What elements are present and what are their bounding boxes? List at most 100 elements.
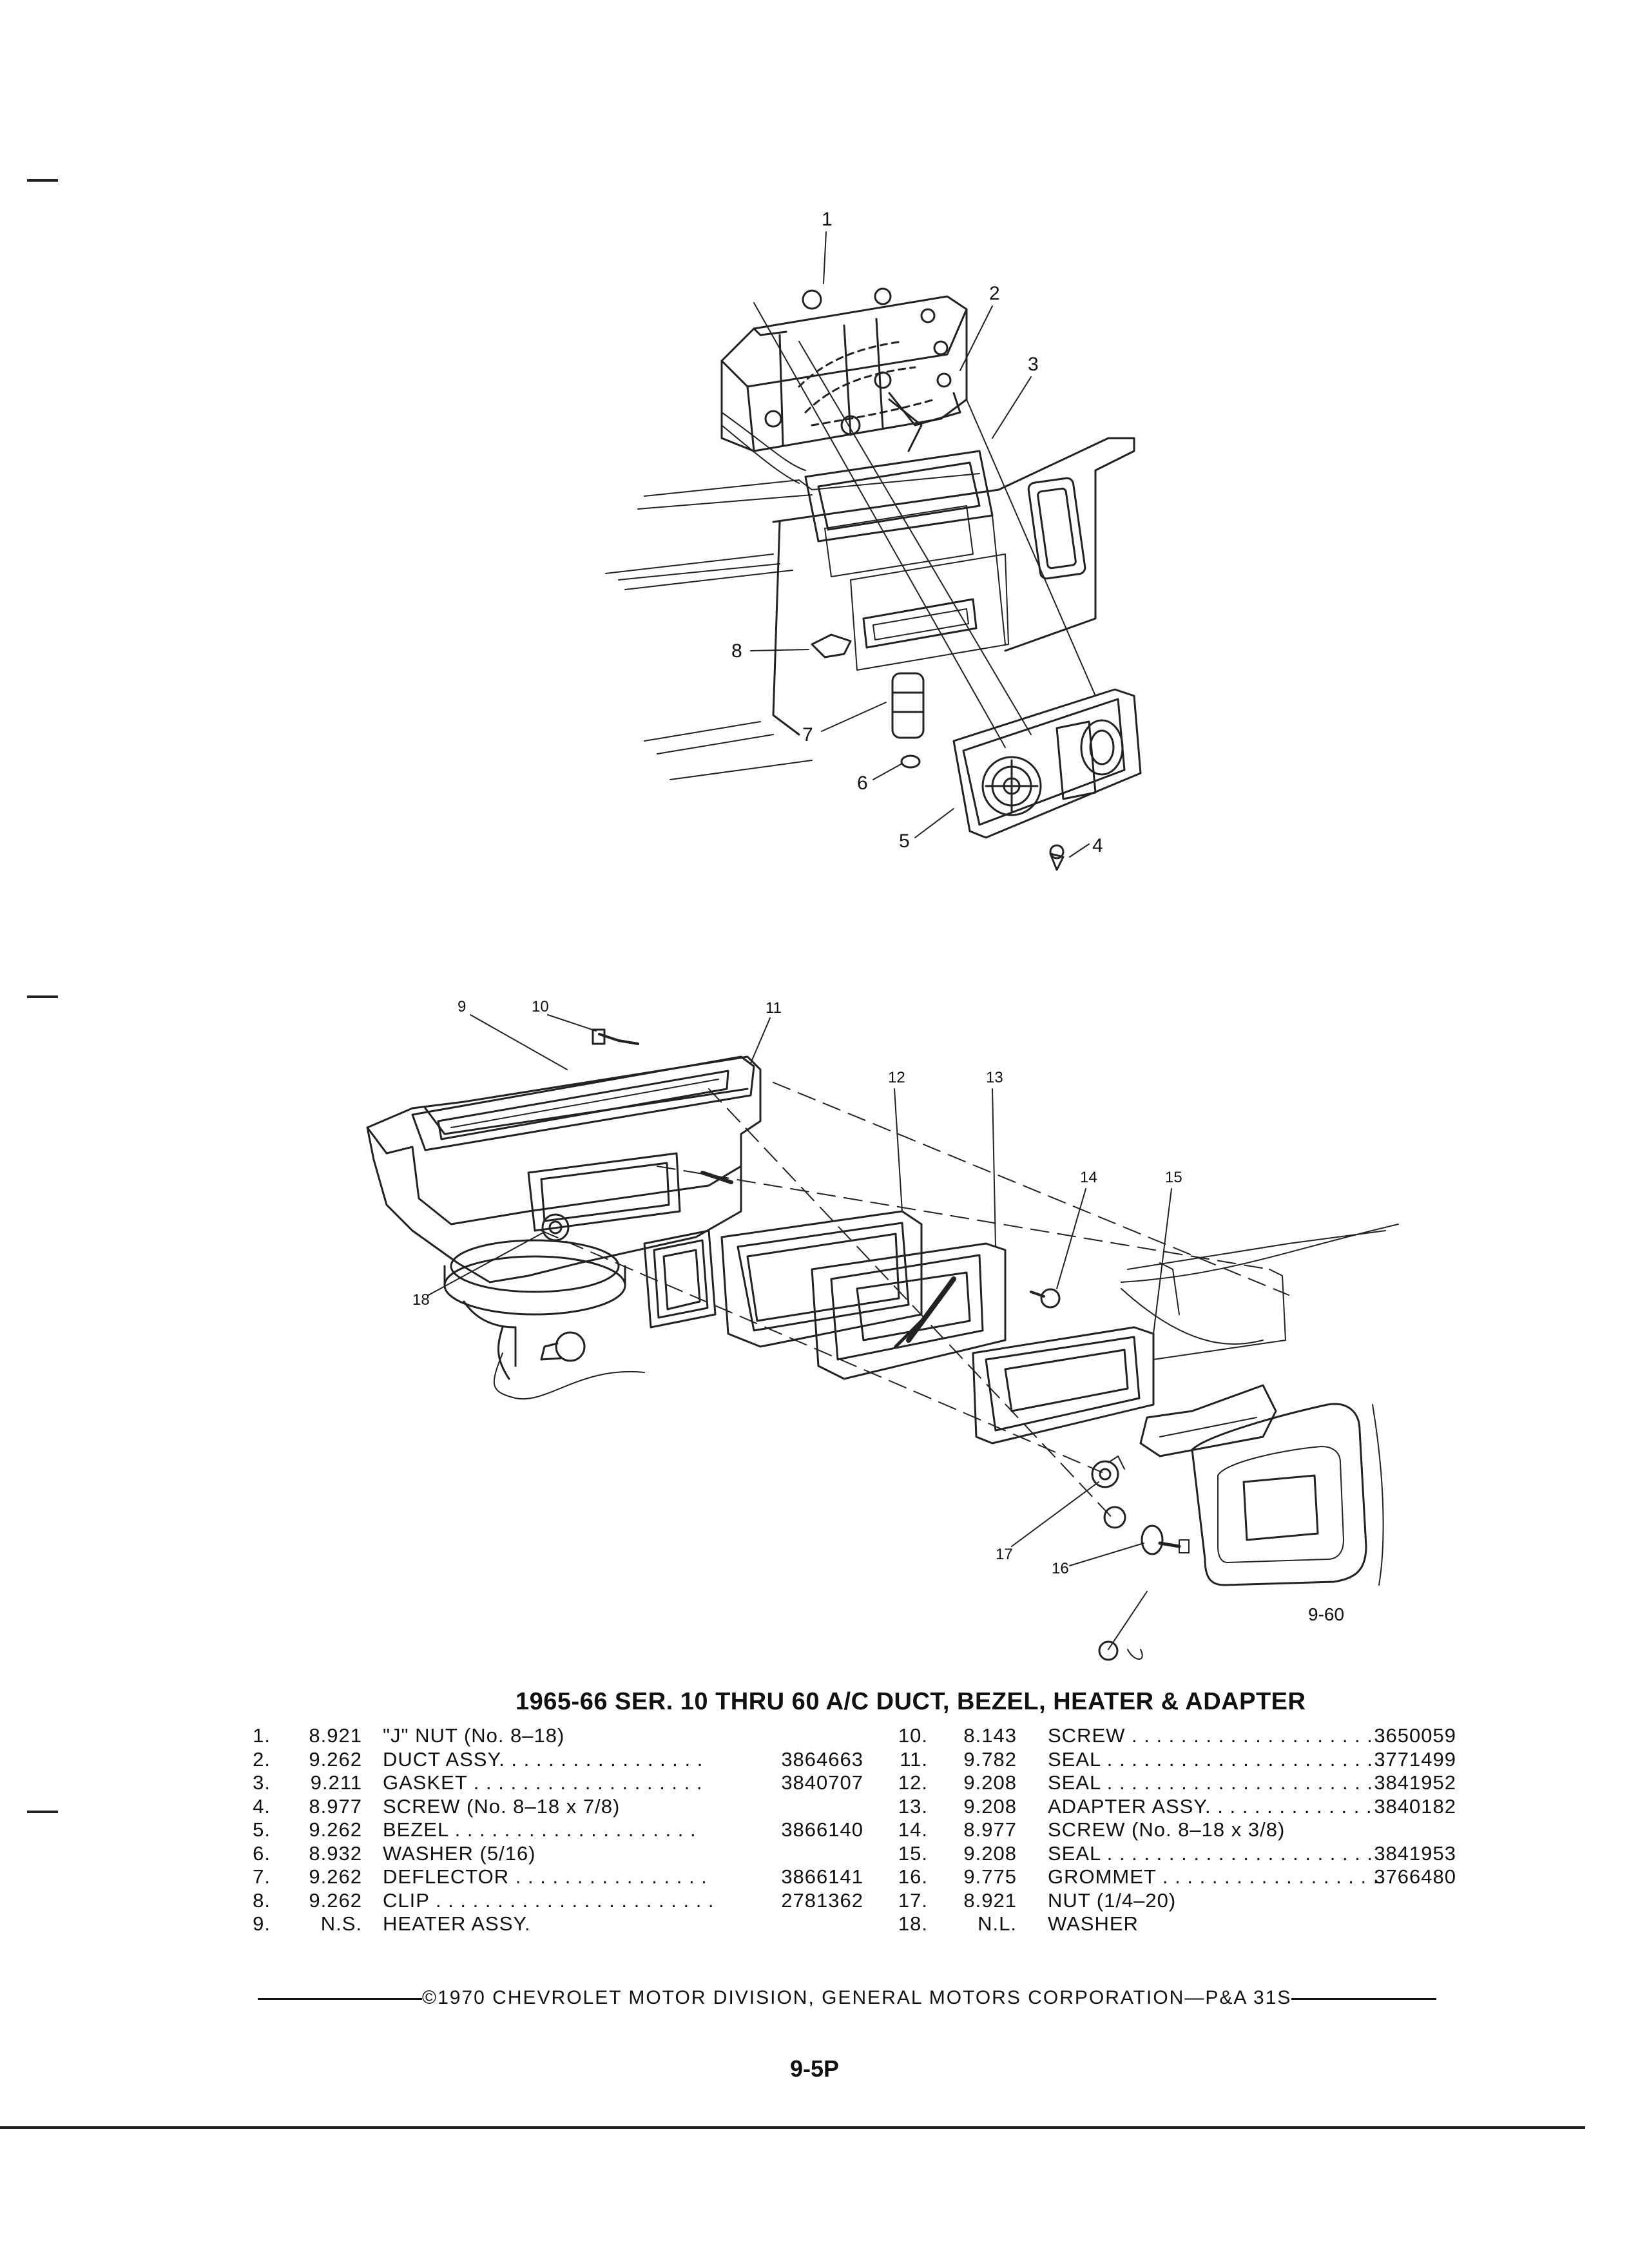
page-number: 9-5P [789, 2055, 840, 2082]
part-number: 3841952 [1374, 1771, 1456, 1794]
parts-list-row: 16. 9.775 GROMMET . . . . . . . . . . . . … [889, 1865, 1456, 1889]
part-group-code: 9.211 [310, 1771, 362, 1794]
part-number: 3864663 [781, 1747, 863, 1771]
part-description: BEZEL . . . . . . . . . . . . . . . . . … [383, 1818, 697, 1841]
part-number: 3771499 [1374, 1747, 1456, 1771]
part-number: 2781362 [781, 1888, 863, 1912]
part-group-code: 9.208 [963, 1794, 1017, 1818]
part-number: 3866140 [781, 1818, 863, 1841]
part-item-number: 7. [253, 1865, 271, 1888]
part-item-number: 6. [253, 1841, 271, 1865]
part-number: 3840182 [1374, 1794, 1456, 1818]
part-group-code: N.L. [978, 1912, 1017, 1935]
copyright-line: ©1970 CHEVROLET MOTOR DIVISION, GENERAL … [258, 1987, 1508, 2009]
bottom-illustration [366, 1028, 1399, 1661]
figure-code: 9-60 [1308, 1604, 1344, 1624]
margin-mark [27, 179, 58, 182]
top-callouts: 1 2 3 4 5 6 7 8 [731, 209, 1103, 858]
callout-5: 5 [899, 831, 910, 852]
part-description: SCREW (No. 8–18 x 3/8) [1048, 1818, 1286, 1841]
part-item-number: 17. [898, 1888, 928, 1912]
exploded-parts-diagram: 1 2 3 4 5 6 7 8 [366, 209, 1399, 1661]
part-description: WASHER (5/16) [383, 1841, 536, 1865]
parts-list-row: 7. 9.262 DEFLECTOR . . . . . . . . . . . .… [238, 1865, 863, 1889]
part-group-code: 9.262 [309, 1818, 362, 1841]
part-description: GROMMET . . . . . . . . . . . . . . . . … [1048, 1865, 1380, 1888]
parts-list-row: 11. 9.782 SEAL . . . . . . . . . . . . . .… [889, 1748, 1456, 1772]
part-item-number: 8. [253, 1888, 271, 1912]
footer-rule-left [258, 1997, 422, 2000]
parts-list-row: 15. 9.208 SEAL . . . . . . . . . . . . . .… [889, 1842, 1456, 1866]
callout-15: 15 [1165, 1169, 1182, 1186]
callout-6: 6 [857, 773, 868, 794]
part-group-code: 9.775 [963, 1865, 1017, 1888]
part-group-code: 9.262 [309, 1747, 362, 1771]
part-number: 3866141 [781, 1865, 863, 1888]
parts-list-row: 1. 8.921 "J" NUT (No. 8–18) [238, 1724, 863, 1748]
callout-2: 2 [989, 283, 1000, 304]
part-item-number: 15. [898, 1841, 928, 1865]
part-group-code: 8.921 [963, 1888, 1017, 1912]
callout-12: 12 [888, 1069, 905, 1086]
callout-17: 17 [996, 1546, 1013, 1563]
callout-3: 3 [1028, 354, 1039, 375]
part-group-code: 8.977 [963, 1818, 1017, 1841]
part-description: SEAL . . . . . . . . . . . . . . . . . .… [1048, 1747, 1386, 1771]
callout-18: 18 [412, 1291, 430, 1309]
parts-list-row: 6. 8.932 WASHER (5/16) [238, 1842, 863, 1866]
part-number: 3766480 [1374, 1865, 1456, 1888]
callout-7: 7 [802, 724, 813, 745]
callout-11: 11 [766, 999, 782, 1017]
part-description: ADAPTER ASSY. . . . . . . . . . . . . . [1048, 1794, 1373, 1818]
part-item-number: 18. [898, 1912, 928, 1935]
bottom-rule [0, 2126, 1585, 2129]
callout-8: 8 [731, 640, 742, 662]
footer-rule-right [1291, 1997, 1437, 2000]
part-description: WASHER [1048, 1912, 1139, 1935]
margin-mark [27, 1811, 58, 1813]
part-group-code: 9.208 [963, 1841, 1017, 1865]
callout-9: 9 [458, 998, 466, 1015]
part-group-code: N.S. [320, 1912, 362, 1935]
copyright-text: ©1970 CHEVROLET MOTOR DIVISION, GENERAL … [422, 1987, 1292, 2008]
part-description: DEFLECTOR . . . . . . . . . . . . . . . … [383, 1865, 708, 1888]
parts-list-row: 9.N.S.HEATER ASSY. [238, 1912, 863, 1936]
part-number: 3650059 [1374, 1724, 1456, 1747]
part-item-number: 12. [898, 1771, 928, 1794]
margin-mark [27, 995, 58, 998]
part-item-number: 10. [898, 1724, 928, 1747]
part-item-number: 1. [253, 1724, 271, 1747]
parts-list-row: 18. N.L. WASHER [889, 1912, 1456, 1936]
part-description: DUCT ASSY. . . . . . . . . . . . . . . .… [383, 1747, 704, 1771]
part-number: 3841953 [1374, 1841, 1456, 1865]
part-group-code: 9.782 [963, 1747, 1017, 1771]
top-illustration [605, 287, 1142, 871]
part-item-number: 3. [253, 1771, 271, 1794]
callout-16: 16 [1052, 1560, 1069, 1577]
part-group-code: 8.921 [309, 1724, 362, 1747]
part-group-code: 8.932 [309, 1841, 362, 1865]
part-description: SEAL . . . . . . . . . . . . . . . . . .… [1048, 1841, 1386, 1865]
callout-13: 13 [986, 1069, 1003, 1086]
part-item-number: 4. [253, 1794, 271, 1818]
part-item-number: 11. [900, 1747, 928, 1771]
part-item-number: 16. [898, 1865, 928, 1888]
part-item-number: 9. [253, 1912, 271, 1935]
part-group-code: 9.262 [309, 1865, 362, 1888]
part-description: "J" NUT (No. 8–18) [383, 1724, 565, 1747]
part-description: SCREW (No. 8–18 x 7/8) [383, 1794, 621, 1818]
figure-caption: 1965-66 SER. 10 THRU 60 A/C DUCT, BEZEL,… [516, 1688, 1306, 1715]
bottom-callouts: 9 10 11 12 13 14 15 16 17 18 9-60 [412, 998, 1344, 1624]
part-number: 3840707 [781, 1771, 863, 1794]
